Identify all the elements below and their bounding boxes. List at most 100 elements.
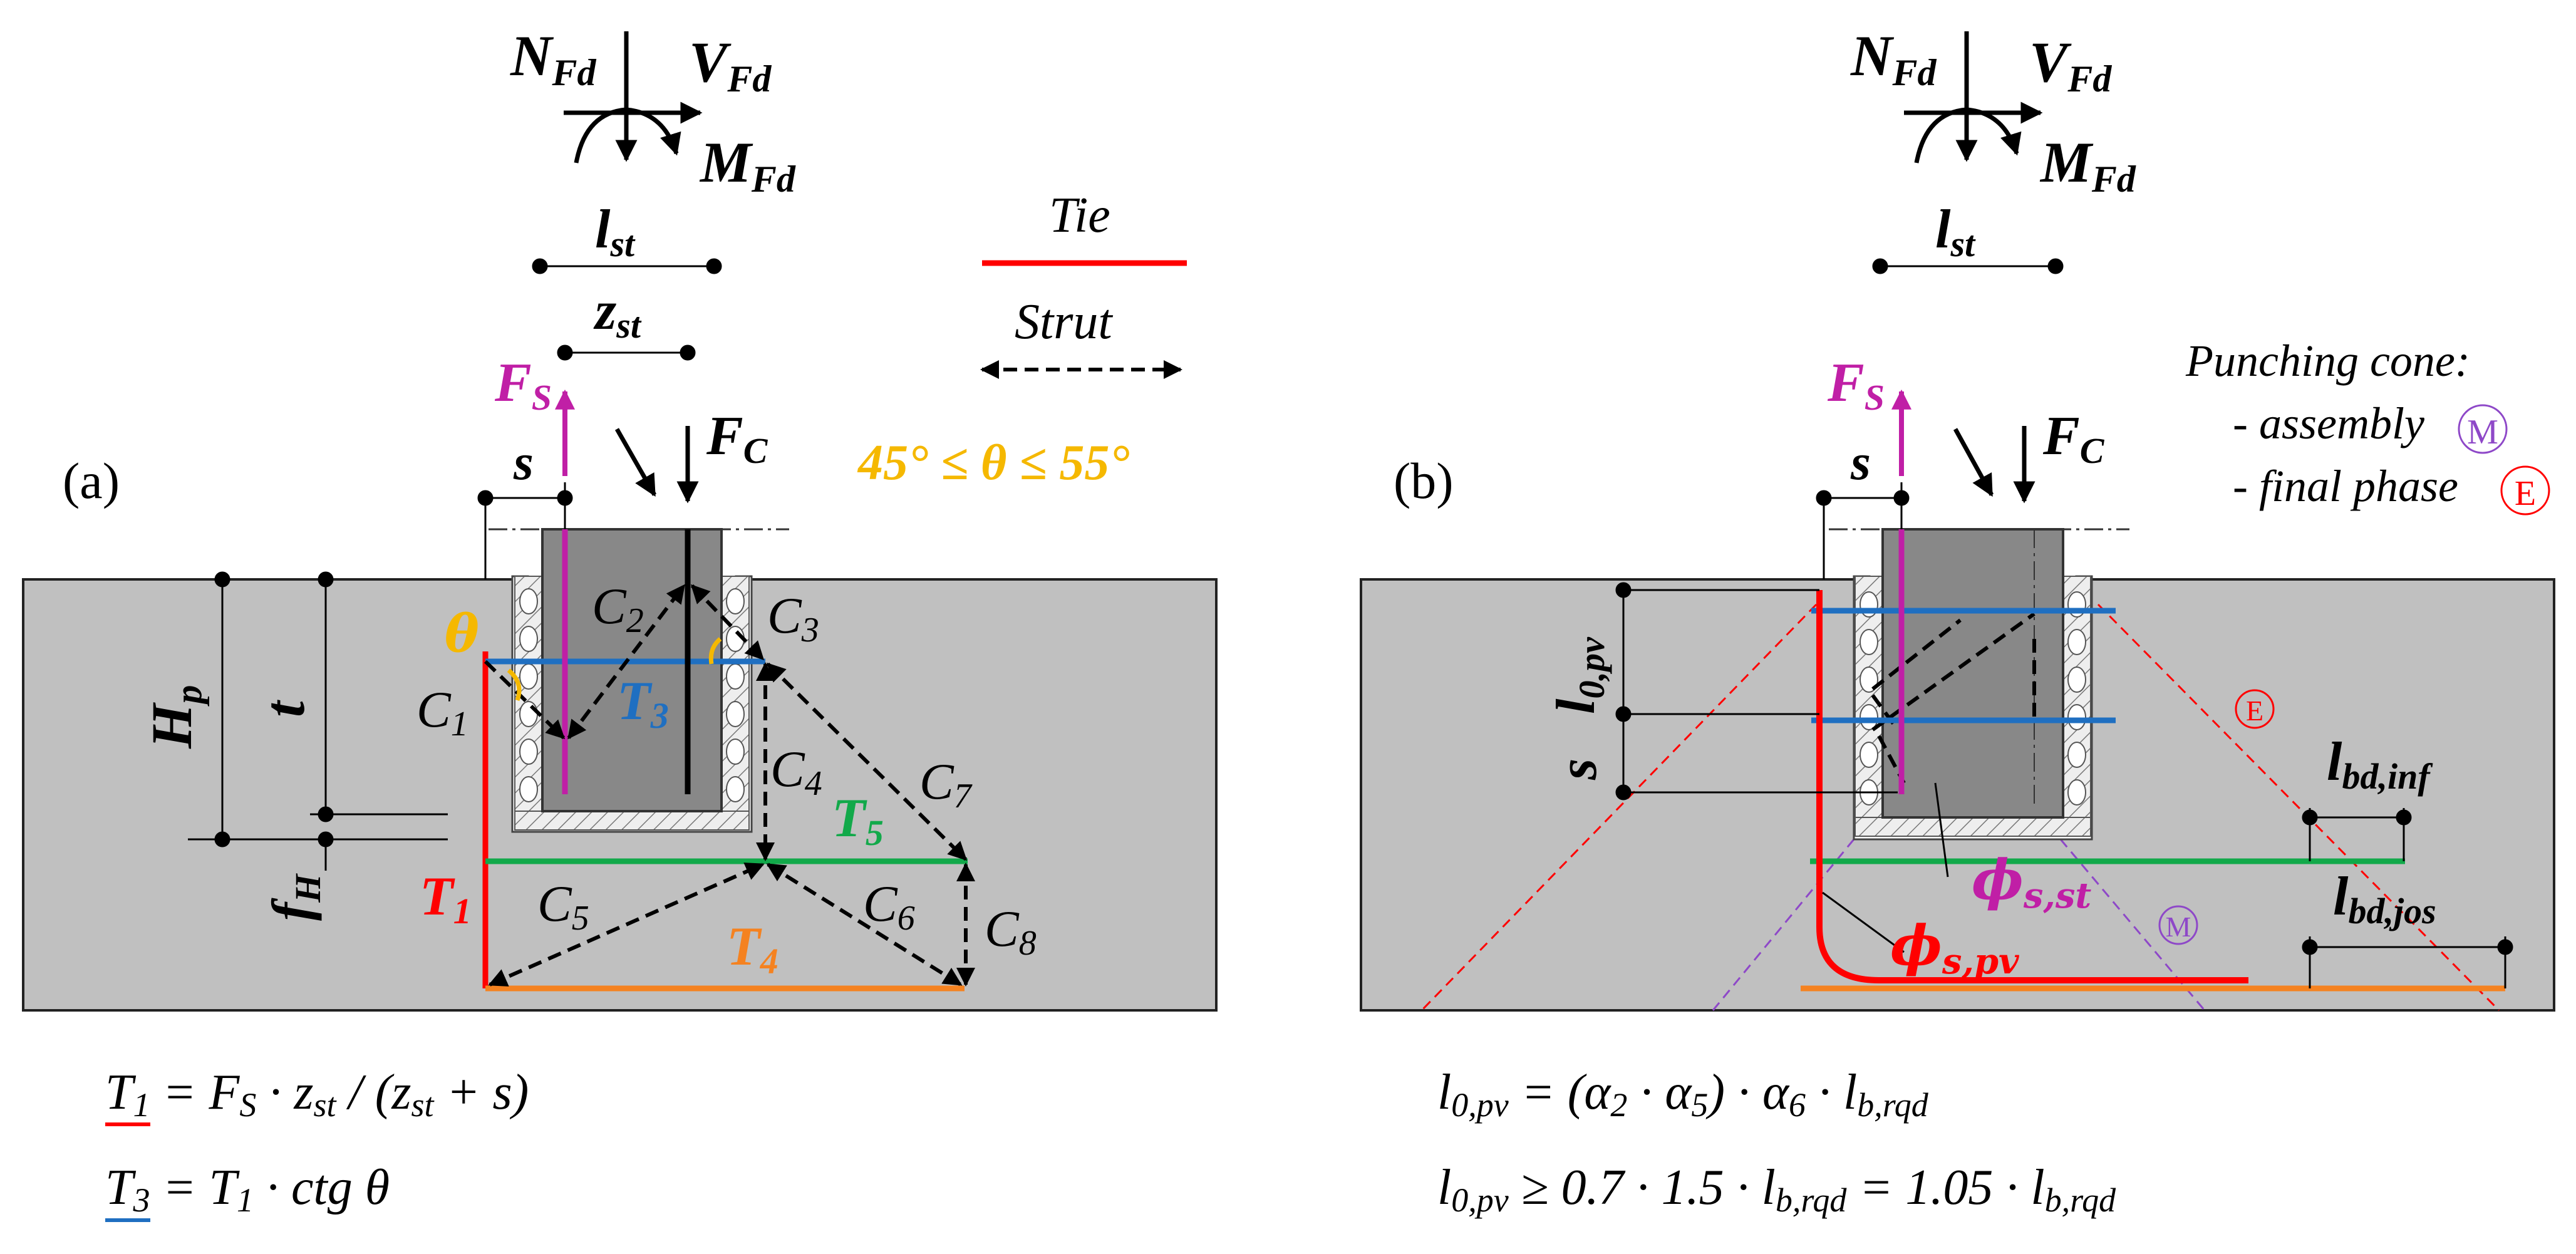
label-t1: T1 [420, 866, 472, 931]
dim-dot [477, 490, 494, 506]
label-m-fd-b: MFd [2039, 130, 2136, 200]
label-v-fd-b: VFd [2029, 30, 2112, 100]
dim-dot [2302, 809, 2318, 826]
dim-dot [557, 490, 573, 506]
label-t4: T4 [727, 916, 778, 982]
label-n-fd-b: NFd [1850, 24, 1937, 93]
dim-dot [1816, 490, 1832, 506]
label-s-a: s [513, 433, 534, 490]
panel-b-label: (b) [1394, 452, 1454, 509]
dim-dot [2047, 258, 2064, 274]
label-l-0pv: l0,pv [1546, 636, 1612, 714]
load-symbol-b [1904, 31, 2043, 163]
dim-dot [2302, 939, 2318, 955]
cone-final-right [2097, 603, 2500, 1012]
label-c7: C7 [919, 753, 973, 816]
socket-bottom-a [514, 811, 750, 831]
cone-marker-e [2500, 465, 2550, 516]
label-m-fd: MFd [699, 130, 796, 200]
dim-dot [1872, 258, 1888, 274]
dim-dot [318, 831, 334, 847]
label-t5: T5 [832, 788, 884, 853]
cone-marker-m-text: M [2467, 413, 2498, 452]
label-c3: C3 [767, 587, 819, 650]
label-n-fd: NFd [510, 24, 596, 93]
dim-dot [557, 345, 573, 361]
strut-c6 [766, 863, 963, 987]
cone-marker-m-inline-text: M [2166, 911, 2191, 943]
label-s-b: s [1548, 759, 1608, 780]
label-h-p: Hp [140, 685, 209, 749]
label-l-st-b: lst [1935, 199, 1976, 264]
dim-dot [1615, 706, 1632, 722]
label-f-h: fH [262, 873, 328, 921]
dim-dot [214, 831, 230, 847]
force-fc-inclined-arrow [614, 428, 657, 497]
strut-c2 [567, 584, 686, 740]
label-f-s: FS [494, 353, 552, 418]
dim-dot [1615, 784, 1632, 801]
force-fc-inclined-arrow-b [1953, 428, 1994, 497]
rebar-phi-spv [1816, 590, 2248, 983]
load-symbol-a [564, 31, 703, 163]
dim-dot [318, 806, 334, 822]
strut-c7 [766, 662, 968, 861]
label-v-fd: VFd [689, 30, 772, 100]
theta-arc-left [507, 668, 522, 702]
strut-inner-b [1871, 618, 1962, 691]
label-phi-s-st: ϕs,st [1972, 847, 2091, 916]
dim-dot [706, 258, 722, 274]
label-z-st: zst [593, 281, 642, 346]
cone-marker-e-inline-text: E [2246, 695, 2263, 727]
panel-a-label: (a) [63, 452, 120, 509]
dim-dot [1615, 582, 1632, 598]
legend-tie-label: Tie [1049, 188, 1110, 243]
label-c8: C8 [985, 900, 1037, 963]
formula-t3: T3 = T1 · ctg θ [105, 1160, 390, 1219]
theta-arc-right [708, 637, 722, 665]
formula-l0pv-1: l0,pv = (α2 · α5) · α6 · lb,rqd [1437, 1065, 1929, 1124]
label-theta: θ [445, 604, 479, 664]
cone-final-label: - final phase [2233, 461, 2458, 511]
label-c1: C1 [416, 681, 468, 744]
panel-b [1360, 31, 2555, 1012]
cone-assembly-label: - assembly [2233, 398, 2424, 448]
legend-strut-label: Strut [1015, 294, 1113, 350]
cone-final-left [1420, 603, 1818, 1012]
dim-dot [214, 571, 230, 588]
legend-angle-range: 45° ≤ θ ≤ 55° [857, 435, 1129, 490]
panel-a [22, 31, 1218, 1222]
label-c4: C4 [770, 740, 822, 803]
label-f-c-b: FC [2042, 406, 2105, 471]
strut-c3 [690, 584, 765, 661]
formula-t1: T1 = FS · zst / (zst + s) [105, 1065, 529, 1124]
label-c5: C5 [537, 875, 589, 938]
label-c2: C2 [592, 578, 644, 640]
socket-bottom-b [1854, 817, 2091, 837]
cone-marker-e-inline [2235, 689, 2275, 729]
label-f-s-b: FS [1827, 353, 1885, 418]
label-t: t [252, 700, 316, 717]
dim-dot [1893, 490, 1910, 506]
dim-dot [2497, 939, 2513, 955]
dim-dot [680, 345, 696, 361]
cone-marker-m-inline [2158, 905, 2198, 945]
column-a [541, 528, 723, 812]
cone-title: Punching cone: [2185, 336, 2470, 386]
cone-marker-e-text: E [2515, 474, 2536, 513]
label-c6: C6 [863, 875, 915, 938]
dim-dot [318, 571, 334, 588]
label-phi-s-pv: ϕs,pv [1890, 913, 2020, 982]
strut-inner-b [1871, 694, 1900, 731]
strut-c1 [484, 660, 566, 740]
label-f-c: FC [706, 406, 768, 471]
label-t3: T3 [617, 671, 669, 736]
dim-dot [2396, 809, 2412, 826]
label-l-bd-inf: lbd,inf [2327, 732, 2433, 797]
dim-dot [532, 258, 548, 274]
label-s-b-top: s [1850, 433, 1871, 490]
label-l-st: lst [595, 199, 636, 264]
formula-l0pv-2: l0,pv ≥ 0.7 · 1.5 · lb,rqd = 1.05 · lb,r… [1437, 1160, 2116, 1219]
strut-c5 [488, 863, 765, 987]
